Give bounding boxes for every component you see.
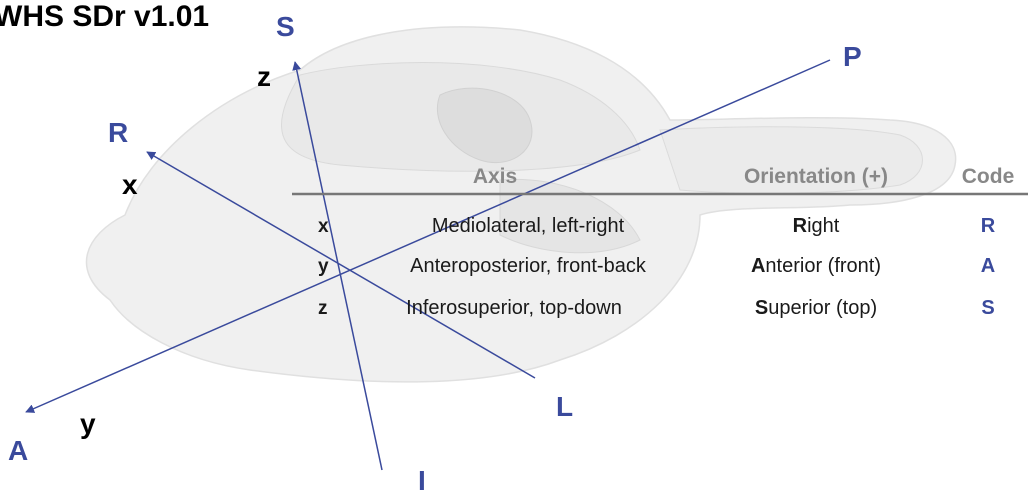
- axis-label-left: L: [556, 391, 573, 422]
- row-orientation-initial: S: [755, 297, 768, 319]
- row-orientation: Superior (top): [755, 297, 877, 319]
- row-axis: Inferosuperior, top-down: [406, 297, 622, 319]
- axis-label-right: R: [108, 117, 128, 148]
- row-code: A: [981, 255, 995, 277]
- var-label-x: x: [122, 169, 138, 200]
- table-header-code: Code: [962, 165, 1015, 188]
- table-header-orientation: Orientation (+): [744, 165, 888, 188]
- axis-label-superior: S: [276, 11, 295, 42]
- row-code: S: [981, 297, 994, 319]
- row-orientation: Anterior (front): [751, 255, 881, 277]
- table-header-axis: Axis: [473, 165, 517, 188]
- axis-label-posterior: P: [843, 41, 862, 72]
- row-orientation-initial: A: [751, 255, 765, 277]
- axis-label-anterior: A: [8, 435, 28, 466]
- row-var: x: [318, 216, 329, 237]
- row-var: z: [318, 298, 328, 319]
- row-orientation: Right: [793, 215, 840, 237]
- row-orientation-initial: R: [793, 215, 808, 237]
- var-label-y: y: [80, 408, 96, 439]
- row-orientation-rest: uperior (top): [768, 297, 877, 319]
- row-code: R: [981, 215, 996, 237]
- axis-label-inferior: I: [418, 465, 426, 494]
- page-title: WHS SDr v1.01: [0, 0, 209, 33]
- row-orientation-rest: nterior (front): [765, 255, 881, 277]
- row-axis: Anteroposterior, front-back: [410, 255, 647, 277]
- var-label-z: z: [257, 61, 271, 92]
- row-var: y: [318, 256, 329, 277]
- row-orientation-rest: ight: [807, 215, 840, 237]
- row-axis: Mediolateral, left-right: [432, 215, 625, 237]
